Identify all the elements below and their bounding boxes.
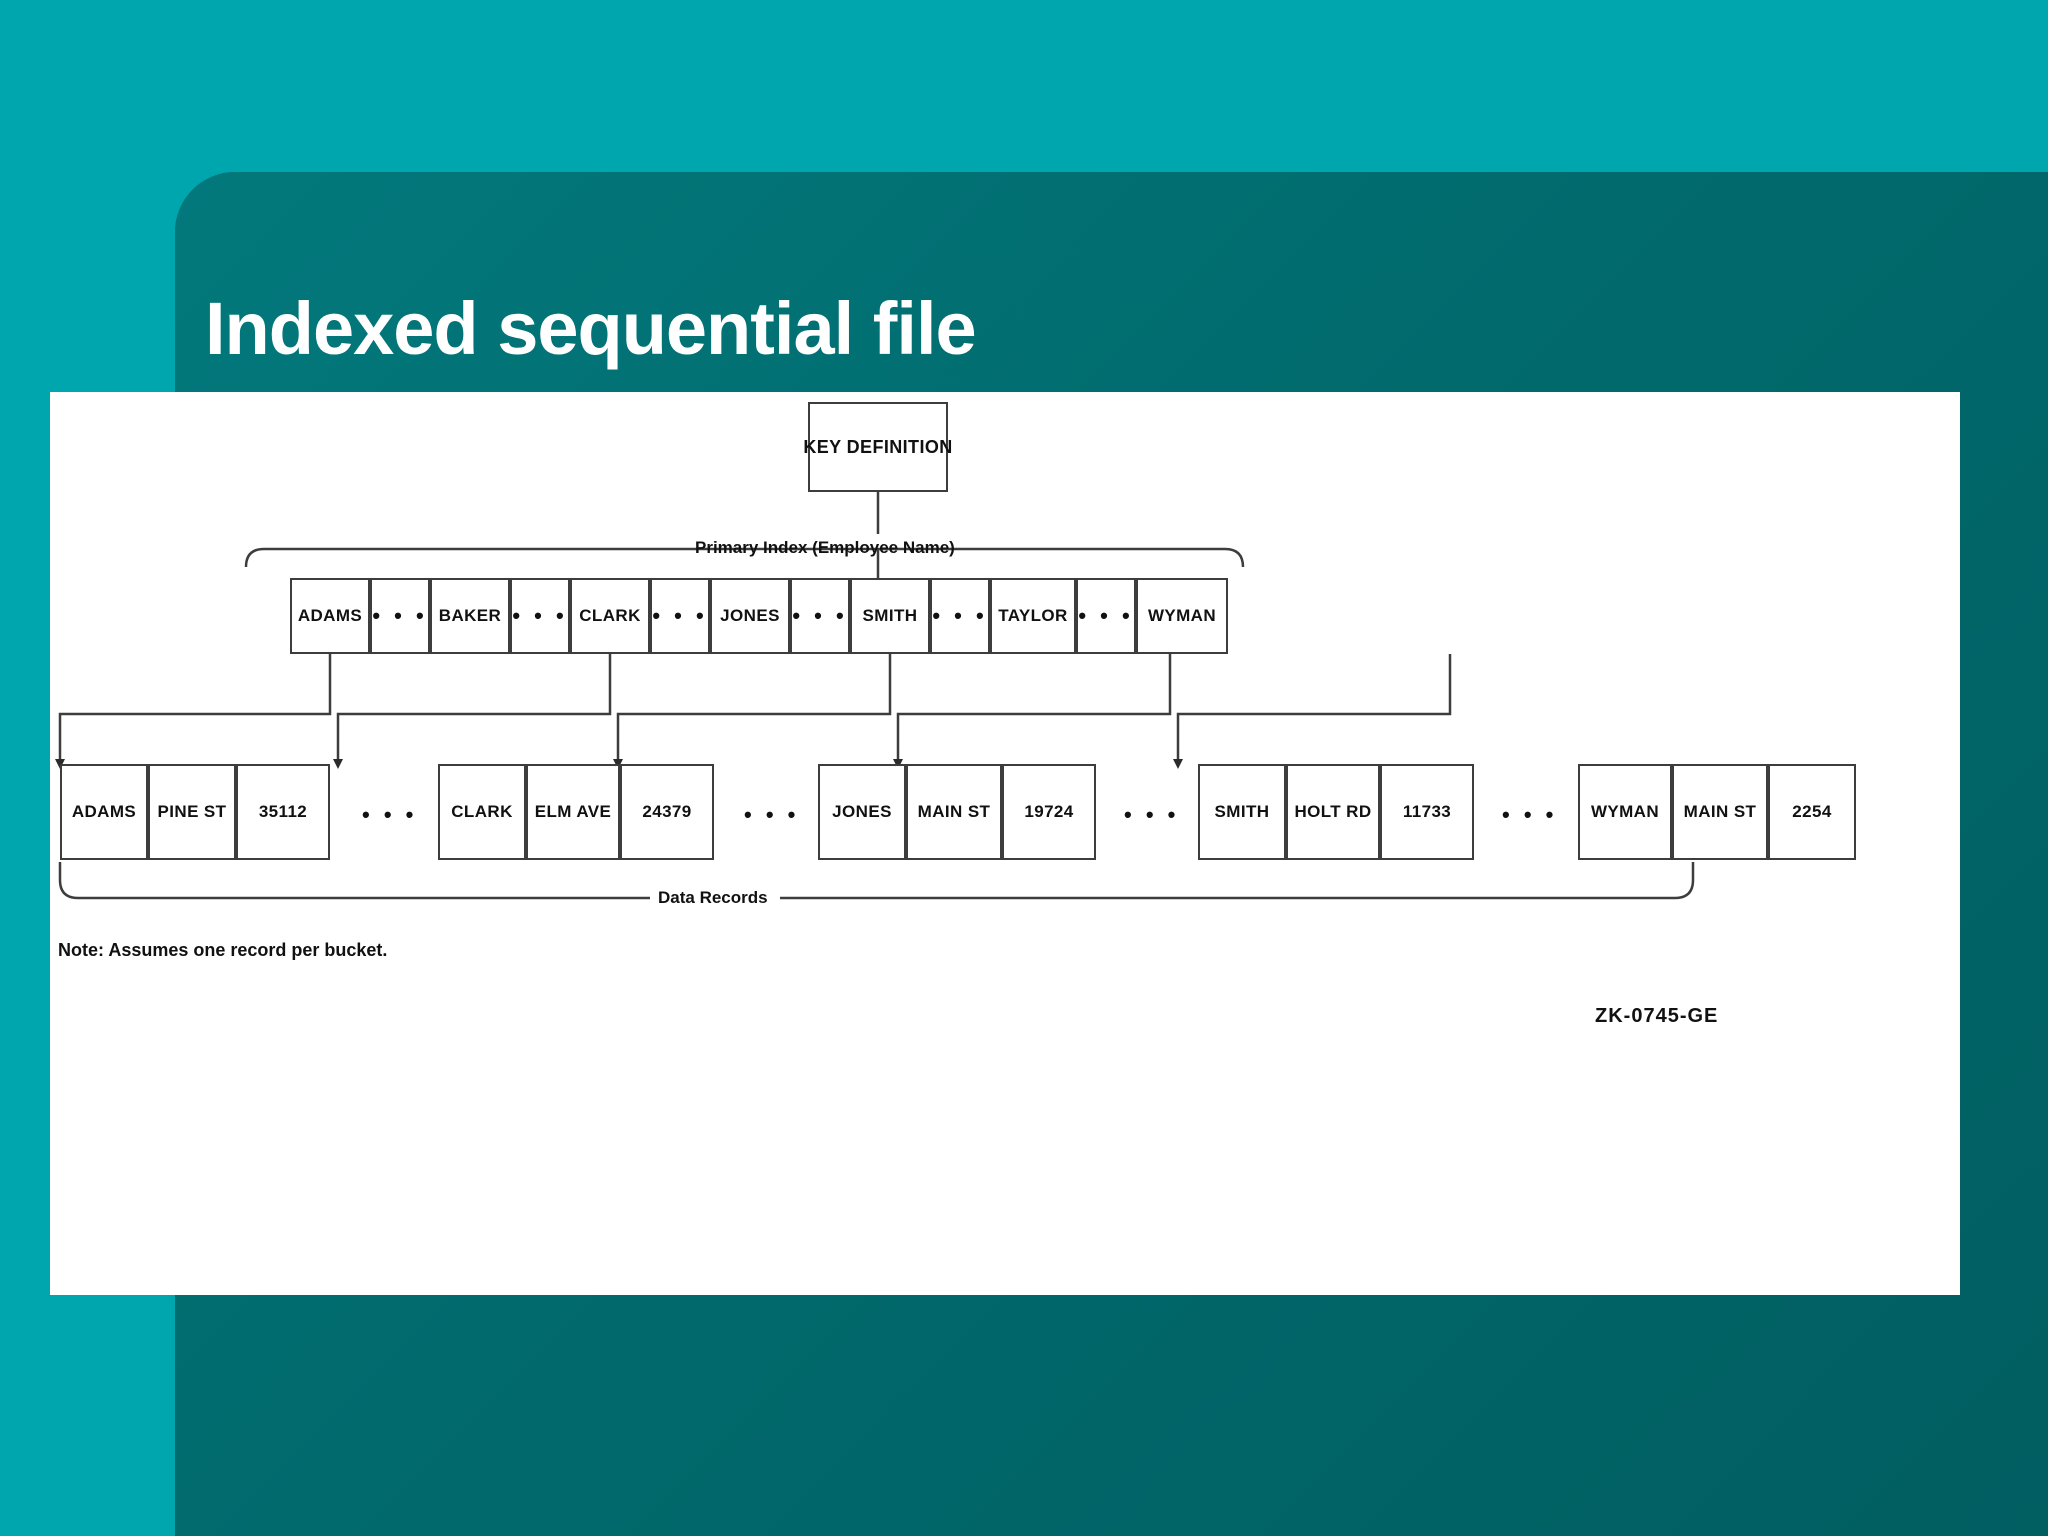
figure-reference-code: ZK-0745-GE xyxy=(1595,1005,1719,1027)
index-gap-5: • • • xyxy=(1076,578,1136,654)
record-street-smith[interactable]: HOLT RD xyxy=(1286,764,1380,860)
data-records-label: Data Records xyxy=(658,888,768,907)
record-separator-3: • • • xyxy=(1502,802,1558,827)
record-separator-2: • • • xyxy=(1124,802,1180,827)
record-number-jones[interactable]: 19724 xyxy=(1002,764,1096,860)
index-cell-adams[interactable]: ADAMS xyxy=(290,578,370,654)
record-number-clark[interactable]: 24379 xyxy=(620,764,714,860)
index-gap-2: • • • xyxy=(650,578,710,654)
record-name-jones[interactable]: JONES xyxy=(818,764,906,860)
figure-canvas: KEY DEFINITION Primary Index (Employee N… xyxy=(50,392,1960,1295)
record-number-wyman[interactable]: 2254 xyxy=(1768,764,1856,860)
page-title: Indexed sequential file xyxy=(205,287,977,370)
index-cell-jones[interactable]: JONES xyxy=(710,578,790,654)
index-cell-wyman[interactable]: WYMAN xyxy=(1136,578,1228,654)
figure-note: Note: Assumes one record per bucket. xyxy=(58,940,388,960)
record-separator-0: • • • xyxy=(362,802,418,827)
index-cell-taylor[interactable]: TAYLOR xyxy=(990,578,1076,654)
index-cell-baker[interactable]: BAKER xyxy=(430,578,510,654)
record-number-smith[interactable]: 11733 xyxy=(1380,764,1474,860)
index-gap-3: • • • xyxy=(790,578,850,654)
primary-index-label: Primary Index (Employee Name) xyxy=(695,538,955,557)
index-gap-4: • • • xyxy=(930,578,990,654)
record-street-jones[interactable]: MAIN ST xyxy=(906,764,1002,860)
indexed-sequential-file-diagram: KEY DEFINITION Primary Index (Employee N… xyxy=(50,392,1960,1295)
index-cell-smith[interactable]: SMITH xyxy=(850,578,930,654)
record-name-wyman[interactable]: WYMAN xyxy=(1578,764,1672,860)
record-separator-1: • • • xyxy=(744,802,800,827)
record-street-adams[interactable]: PINE ST xyxy=(148,764,236,860)
key-definition-box: KEY DEFINITION xyxy=(803,402,952,492)
index-gap-1: • • • xyxy=(510,578,570,654)
record-street-wyman[interactable]: MAIN ST xyxy=(1672,764,1768,860)
record-name-smith[interactable]: SMITH xyxy=(1198,764,1286,860)
record-name-adams[interactable]: ADAMS xyxy=(60,764,148,860)
index-gap-0: • • • xyxy=(370,578,430,654)
index-cell-clark[interactable]: CLARK xyxy=(570,578,650,654)
record-street-clark[interactable]: ELM AVE xyxy=(526,764,620,860)
record-name-clark[interactable]: CLARK xyxy=(438,764,526,860)
record-number-adams[interactable]: 35112 xyxy=(236,764,330,860)
